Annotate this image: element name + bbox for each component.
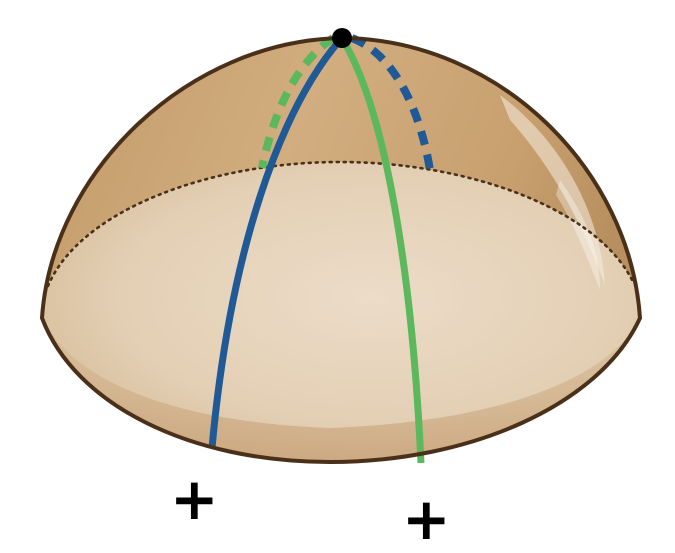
green-curve-hidden [258,34,336,169]
green-curve [339,38,425,464]
dome-rim-shade [42,318,640,462]
apex-vertex-point [332,28,352,48]
base-equator-dotted [46,160,636,288]
blue-curve-hidden [350,34,434,171]
dome-floor [42,162,640,462]
blue-curve [208,37,343,449]
plus-marker-left: + [170,465,219,533]
dome-highlight-small [556,180,600,290]
dome-outline [39,35,643,465]
plus-marker-right: + [402,485,451,553]
dome-highlight [500,95,605,285]
